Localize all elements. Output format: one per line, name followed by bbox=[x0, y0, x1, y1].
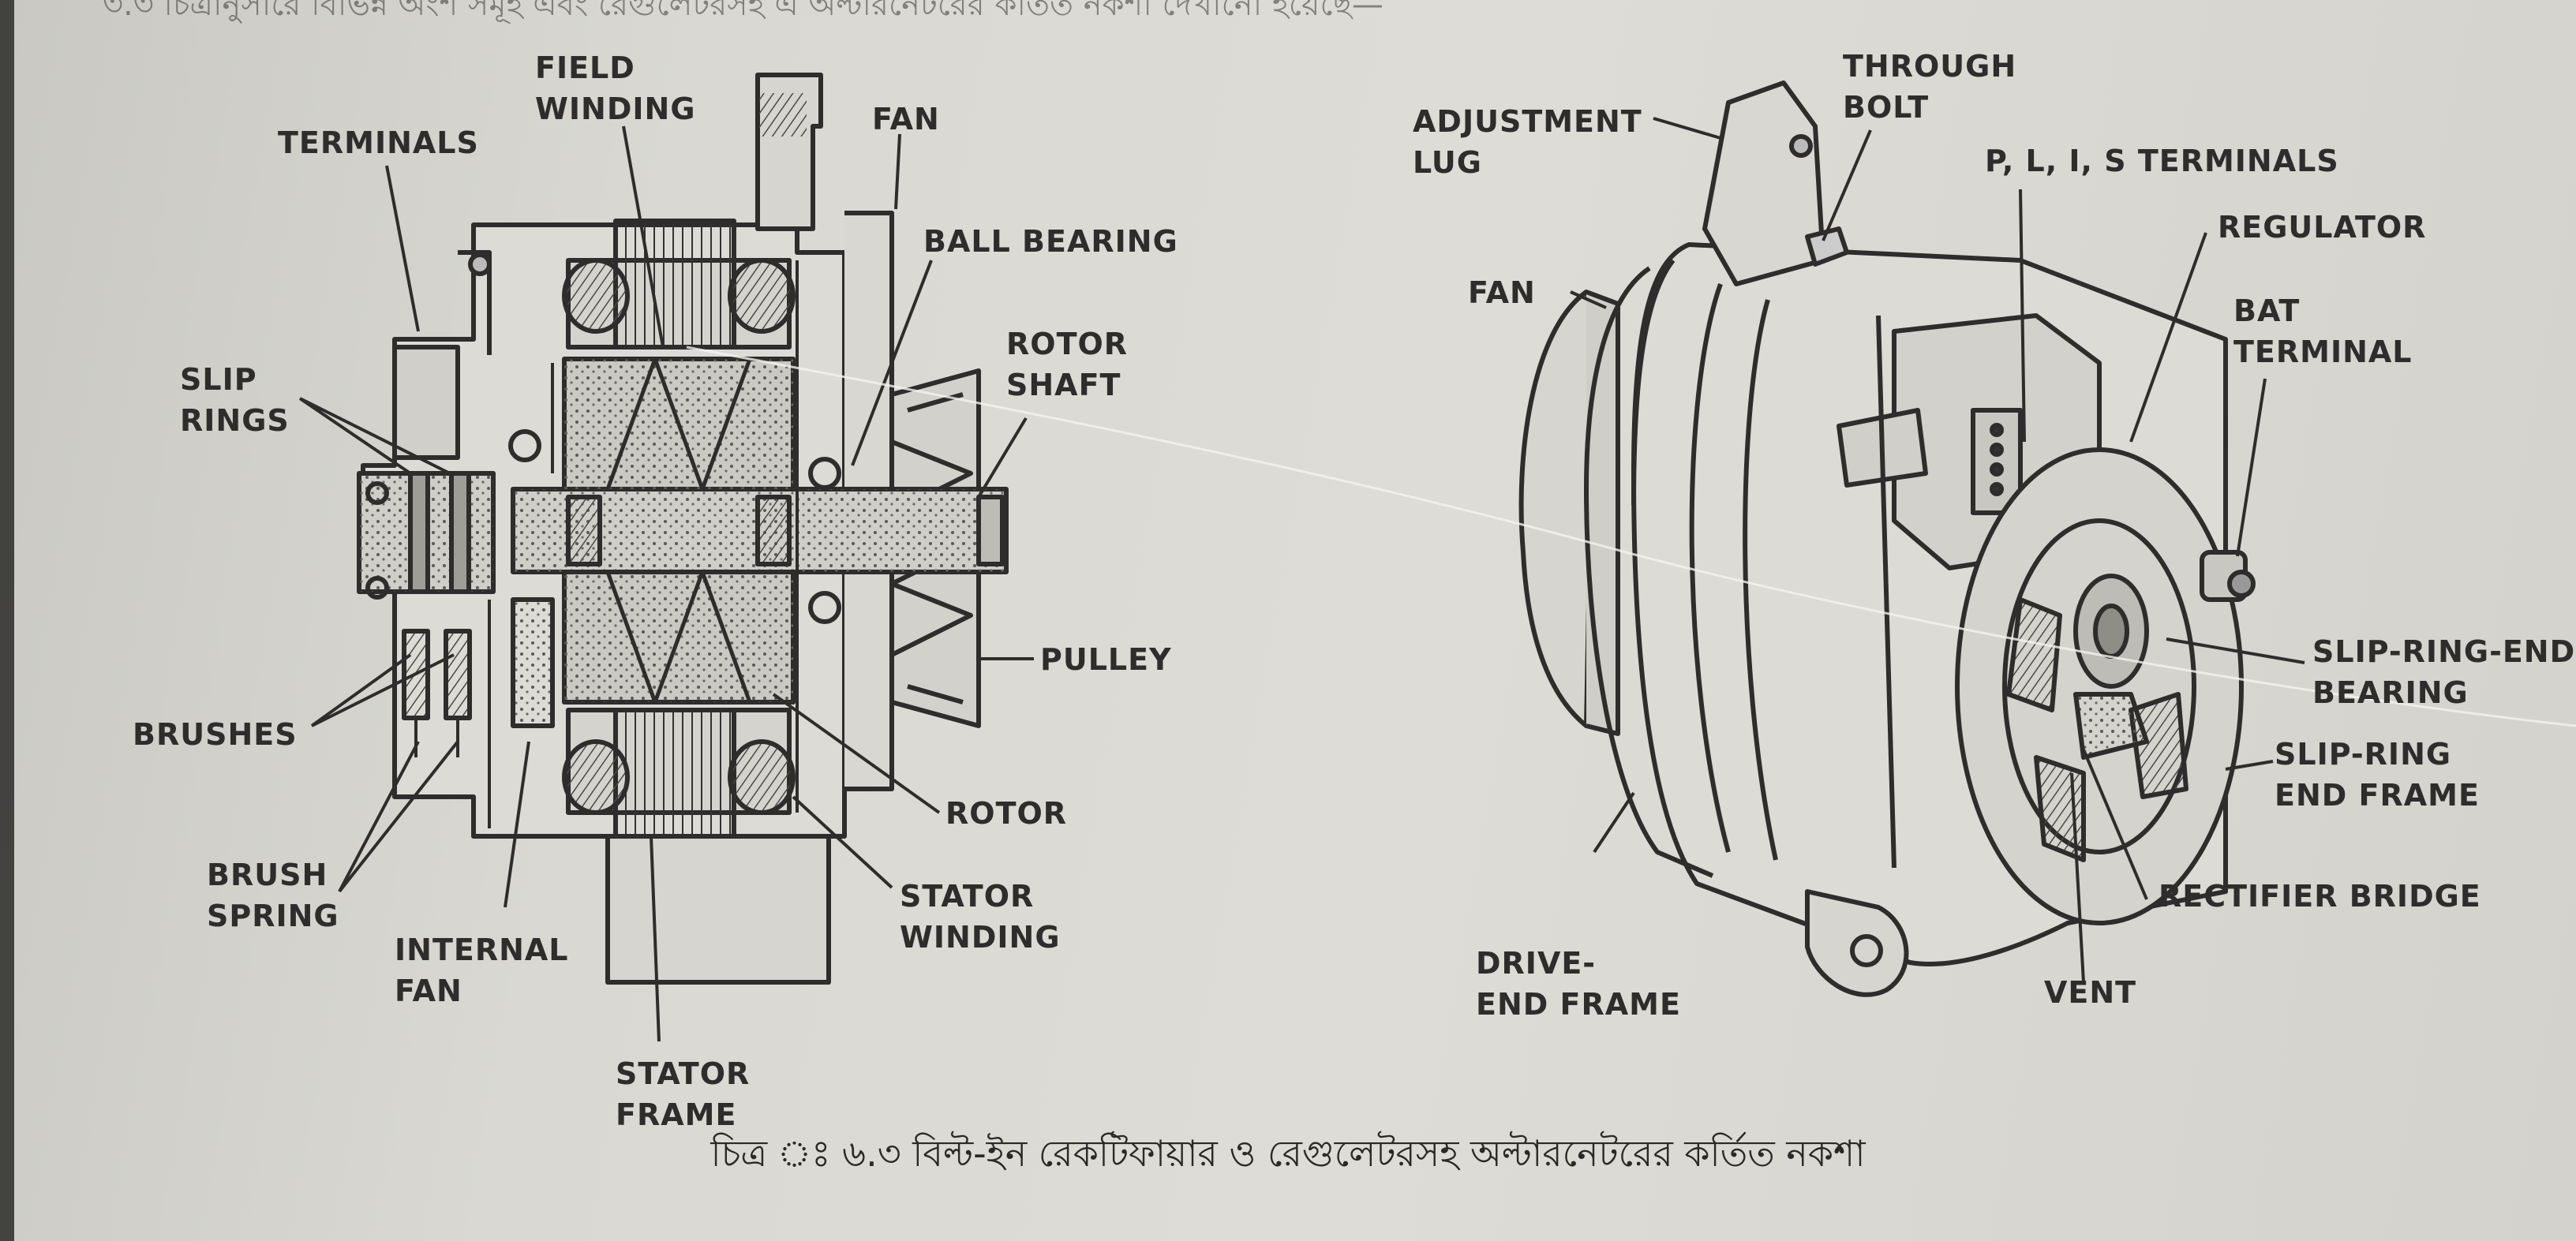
label-slip-ring-end-bearing: SLIP-RING-END BEARING bbox=[2312, 634, 2576, 710]
label-rotor: ROTOR bbox=[945, 796, 1068, 831]
label-ball-bearing: BALL BEARING bbox=[923, 224, 1178, 259]
header-text-fragment: ৩.৩ চিত্রানুসারে বিভিন্ন অংশ সমূহ এবং রে… bbox=[103, 0, 1383, 23]
label-through-bolt: THROUGH BOLT bbox=[1843, 49, 2017, 125]
label-fan-right: FAN bbox=[1468, 275, 1536, 310]
label-field-winding: FIELD WINDING bbox=[535, 50, 696, 126]
label-regulator: REGULATOR bbox=[2218, 210, 2427, 245]
label-drive-end-frame: DRIVE- END FRAME bbox=[1476, 946, 1681, 1022]
label-brushes: BRUSHES bbox=[133, 717, 298, 752]
label-internal-fan: INTERNAL FAN bbox=[395, 933, 569, 1008]
label-rotor-shaft: ROTOR SHAFT bbox=[1006, 327, 1129, 402]
label-vent: VENT bbox=[2044, 975, 2137, 1010]
label-fan-left: FAN bbox=[872, 102, 940, 136]
left-leader-lines bbox=[298, 125, 1034, 1042]
label-stator-winding: STATOR WINDING bbox=[900, 879, 1061, 955]
label-bat-terminal: BAT TERMINAL bbox=[2233, 293, 2413, 369]
label-brush-spring: BRUSH SPRING bbox=[207, 858, 339, 933]
label-terminals: TERMINALS bbox=[278, 125, 479, 160]
figure-caption: চিত্র ঃ ৬.৩ বিল্ট-ইন রেকটিফায়ার ও রেগুল… bbox=[710, 1132, 1866, 1175]
right-leader-lines bbox=[1570, 117, 2305, 983]
label-stator-frame: STATOR FRAME bbox=[616, 1056, 751, 1132]
label-slip-ring-end-frame: SLIP-RING END FRAME bbox=[2275, 737, 2480, 813]
exterior-alternator bbox=[1518, 80, 2256, 997]
label-rectifier-bridge: RECTIFIER BRIDGE bbox=[2159, 879, 2481, 914]
label-plis-terminals: P, L, I, S TERMINALS bbox=[1985, 144, 2339, 178]
label-pulley: PULLEY bbox=[1040, 642, 1172, 677]
label-slip-rings: SLIP RINGS bbox=[180, 362, 290, 438]
label-adjustment-lug: ADJUSTMENT LUG bbox=[1413, 104, 1642, 180]
cross-section-alternator bbox=[357, 73, 1009, 985]
